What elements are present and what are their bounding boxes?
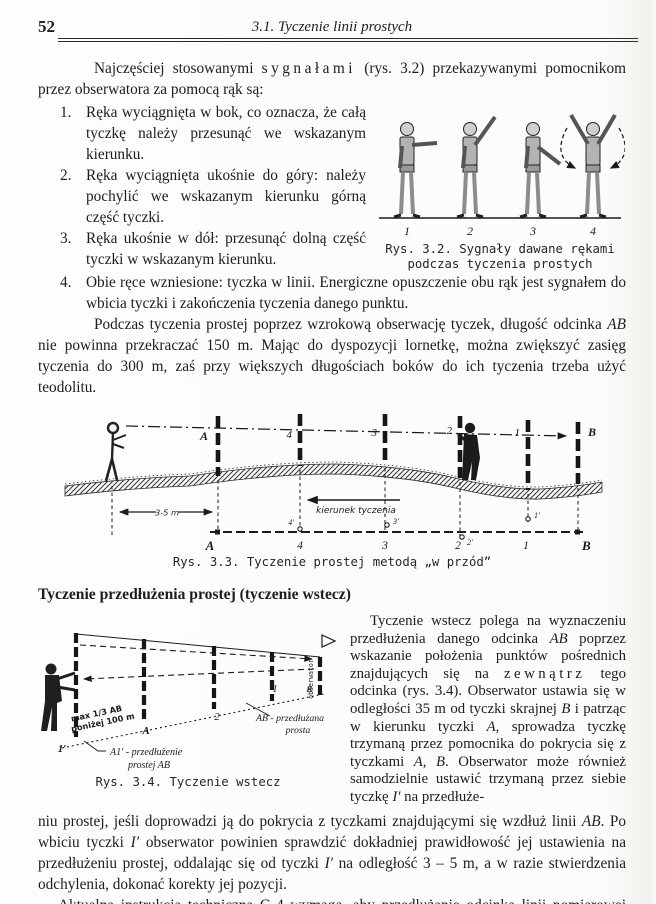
signals-list-block: 1 2 3 4 Rys. 3.2. Sygnały dawane rękami … — [38, 102, 626, 314]
sight-line — [125, 425, 567, 440]
section-heading: Tyczenie przedłużenia prostej (tyczenie … — [38, 586, 351, 603]
list-item-1: 1. Ręka wyciągnięta w bok, co oznacza, ż… — [60, 102, 366, 165]
figure-3-4: max 1/3 AB poniżej 100 m A 2 1 AB - prze… — [32, 617, 344, 790]
list-item-3: 3. Ręka ukośnie w dół: przesunąć dolną c… — [60, 228, 366, 270]
page-header: 52 3.1. Tyczenie linii prostych — [38, 14, 638, 58]
prime-label-1: 1′ — [534, 511, 540, 520]
signal-figure-3 — [519, 122, 562, 219]
pole-label-1: 1 — [272, 684, 277, 695]
leader-line-ext — [83, 740, 106, 752]
assistant-figure — [456, 422, 480, 480]
pole-label-1: 1 — [514, 427, 520, 439]
caption-line: Rys. 3.2. Sygnały dawane rękami — [385, 242, 615, 256]
flag-icon — [321, 634, 337, 648]
list-item-2: 2. Ręka wyciągnięta ukośnie do góry: nal… — [60, 165, 366, 228]
figure-3-2: 1 2 3 4 Rys. 3.2. Sygnały dawane rękami … — [374, 102, 626, 272]
list-text: Ręka wyciągnięta ukośnie do góry: należy… — [86, 167, 366, 226]
paragraph-instrukcja-g4: Aktualna instrukcja techniczna G-4 wymag… — [38, 895, 626, 904]
ab-line-label-2: prosta — [285, 725, 311, 736]
projection-dashes — [111, 468, 578, 538]
paragraph-tyczenie-w-przod: Podczas tyczenia prostej poprzez wzrokow… — [38, 316, 626, 396]
base-label-2: 2 — [455, 540, 461, 552]
base-label-1: 1 — [523, 540, 529, 552]
sight-line-forward — [79, 644, 314, 662]
pole-label-2: 2 — [214, 712, 220, 723]
prime-points — [296, 516, 531, 540]
ab-line-label: AB - przedłużana — [255, 713, 324, 724]
figure-number-2: 2 — [467, 224, 473, 238]
point-B-mark — [574, 529, 580, 535]
list-number: 1. — [60, 104, 72, 121]
base-label-A: A — [204, 538, 214, 553]
list-number: 4. — [60, 274, 72, 291]
base-label-4: 4 — [297, 540, 303, 552]
paragraph-tyczenie-wstecz: Tyczenie wstecz polega na wyznaczeniu pr… — [350, 613, 626, 805]
figure-3-3-caption: Rys. 3.3. Tyczenie prostej metodą „w prz… — [172, 555, 492, 569]
running-section-title: 3.1. Tyczenie linii prostych — [251, 19, 413, 35]
caption-line: podczas tyczenia prostych — [407, 257, 593, 271]
ranging-poles — [73, 633, 323, 737]
leader-line-ab — [245, 702, 271, 717]
extension-label: A1′ - przedłużenie — [109, 747, 183, 758]
figure-3-3-illustration: kierunek tyczenia 3-5 m A 4 3 2 1 B A 4 … — [64, 414, 602, 553]
figure-number-4: 4 — [590, 224, 596, 238]
signal-figure-1 — [393, 122, 438, 219]
observer-figure — [41, 663, 76, 731]
figure-3-3: kierunek tyczenia 3-5 m A 4 3 2 1 B A 4 … — [60, 404, 605, 570]
page-number: 52 — [38, 17, 55, 36]
max-length-label: max 1/3 AB poniżej 100 m — [70, 703, 135, 734]
pole-label-4: 4 — [286, 429, 292, 441]
pole-label-2: 2 — [446, 425, 452, 437]
figure-number-3: 3 — [529, 224, 536, 238]
list-number: 2. — [60, 167, 72, 184]
signal-figure-4 — [560, 113, 625, 219]
figure-3-2-illustration: 1 2 3 4 — [379, 113, 625, 238]
figure-3-2-caption: Rys. 3.2. Sygnały dawane rękami podczas … — [374, 242, 626, 272]
down-arrow-left — [560, 127, 577, 169]
prime-label-2: 2′ — [467, 538, 473, 547]
base-label-3: 3 — [381, 540, 388, 552]
prime-label-3: 3′ — [392, 517, 399, 526]
figure-3-4-caption: Rys. 3.4. Tyczenie wstecz — [95, 775, 281, 789]
pole-label-B: B — [587, 425, 596, 439]
pole-label-A: A — [198, 429, 207, 443]
observer-label: obserwator — [307, 659, 315, 699]
top-edge-line — [75, 633, 321, 658]
point-1-prime-label: 1′ — [58, 743, 67, 755]
down-arrow-right — [609, 127, 625, 169]
pole-label-3: 3 — [370, 427, 377, 439]
distance-label: 3-5 m — [155, 508, 179, 518]
prime-label-4: 4′ — [288, 518, 294, 527]
extension-label-2: prostej AB — [127, 760, 170, 771]
pole-label-B: B — [305, 684, 312, 694]
figure-number-1: 1 — [404, 224, 410, 238]
header-double-rule — [58, 38, 638, 42]
intro-paragraph: Najczęściej stosowanymi sygnałami (rys. … — [38, 60, 626, 98]
direction-label: kierunek tyczenia — [316, 506, 396, 516]
ranging-poles — [215, 414, 580, 490]
list-text: Ręka wyciągnięta w bok, co oznacza, że c… — [86, 104, 366, 163]
point-A-mark — [214, 529, 220, 535]
list-number: 3. — [60, 230, 72, 247]
list-text: Obie ręce wzniesione: tyczka w linii. En… — [86, 274, 626, 312]
base-label-B: B — [581, 538, 591, 553]
ground-band — [64, 463, 602, 500]
signal-figure-2 — [456, 115, 497, 219]
figure-3-4-illustration: max 1/3 AB poniżej 100 m A 2 1 AB - prze… — [41, 633, 337, 771]
list-text: Ręka ukośnie w dół: przesunąć dolną częś… — [86, 230, 366, 268]
sight-line-back — [82, 668, 315, 682]
pole-label-A: A — [141, 725, 149, 737]
observer-figure — [104, 421, 126, 482]
list-item-4: 4. Obie ręce wzniesione: tyczka w linii.… — [60, 272, 626, 314]
paragraph-continuation: niu prostej, jeśli doprowadzi ją do pokr… — [38, 812, 626, 893]
